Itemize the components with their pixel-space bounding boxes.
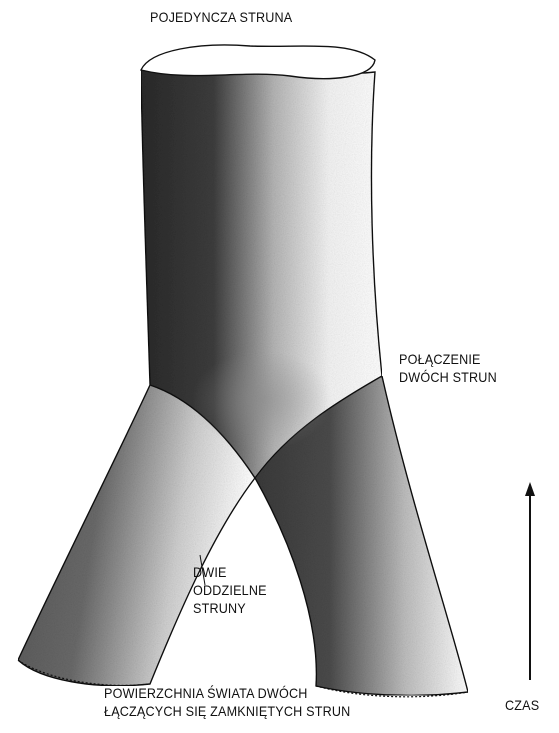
joining-label-line-2: DWÓCH STRUN <box>399 368 497 386</box>
caption-line-2: ŁĄCZĄCYCH SIĘ ZAMKNIĘTYCH STRUN <box>104 702 350 720</box>
single-string-label: POJEDYNCZA STRUNA <box>150 8 292 26</box>
joining-label: POŁĄCZENIE DWÓCH STRUN <box>399 350 497 386</box>
two-separate-line-1: DWIE <box>193 563 267 581</box>
junction-shading <box>192 350 332 450</box>
two-separate-line-3: STRUNY <box>193 599 267 617</box>
two-separate-strings-label: DWIE ODDZIELNE STRUNY <box>193 563 267 618</box>
time-axis-label: CZAS <box>505 696 539 714</box>
joining-label-line-1: POŁĄCZENIE <box>399 350 497 368</box>
single-string-loop <box>141 45 375 79</box>
two-separate-line-2: ODDZIELNE <box>193 581 267 599</box>
time-arrow-head <box>525 482 535 496</box>
caption-line-1: POWIERZCHNIA ŚWIATA DWÓCH <box>104 684 350 702</box>
figure-caption: POWIERZCHNIA ŚWIATA DWÓCH ŁĄCZĄCYCH SIĘ … <box>104 684 350 720</box>
